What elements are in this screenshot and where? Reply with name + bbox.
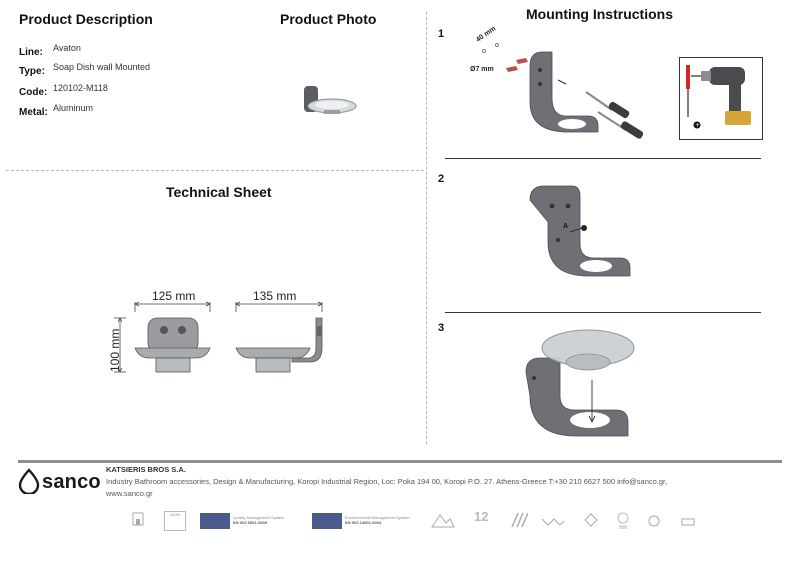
step-number: 1 — [438, 28, 445, 40]
mounting-step-3-illustration — [525, 329, 635, 437]
step-number: 3 — [438, 322, 445, 334]
detail-value: Aluminum — [53, 103, 94, 113]
detail-label: Type: — [19, 66, 45, 77]
step-divider — [445, 312, 761, 313]
detail-label: Code: — [19, 87, 48, 98]
warranty-badge: 12 — [474, 509, 489, 524]
product-photo-heading: Product Photo — [280, 11, 377, 27]
circle-badge-icon — [648, 515, 660, 527]
sanco-logo: sanco — [42, 471, 101, 493]
detail-row-line: Line: Avaton — [19, 42, 81, 60]
company-name: KATSIERIS BROS S.A. — [106, 465, 186, 474]
detail-value: Soap Dish wall Mounted — [53, 62, 151, 72]
company-address: Industry Bathroom accessories, Design & … — [106, 477, 668, 486]
dimension-width-front: 125 mm — [152, 289, 196, 303]
mounting-instructions-heading: Mounting Instructions — [526, 6, 673, 22]
badge-text: Environmental Management System — [345, 515, 410, 520]
mountain-badge-icon — [431, 514, 455, 528]
badge-text: 100% — [169, 512, 181, 517]
dimension-width-side: 135 mm — [253, 289, 297, 303]
drill-icon: + — [686, 65, 751, 129]
technical-drawing-front — [114, 301, 211, 373]
technical-drawing-side — [235, 301, 323, 373]
step-number: 2 — [438, 173, 445, 185]
stripes-badge-icon — [511, 512, 528, 528]
iso14001-badge: Environmental Management System EN ISO 1… — [312, 513, 422, 529]
horizontal-divider — [6, 170, 424, 171]
detail-value: 120102-M118 — [53, 83, 108, 93]
wave-badge-icon — [541, 518, 565, 526]
product-description-heading: Product Description — [19, 11, 153, 27]
callout-label: A — [563, 223, 569, 230]
detail-value: Avaton — [53, 43, 81, 53]
detail-row-metal: Metal: Aluminum — [19, 102, 93, 120]
tool-badge-icon — [681, 518, 695, 526]
sun-badge-icon — [617, 512, 629, 529]
company-website: www.sanco.gr — [106, 489, 153, 498]
eu-flag-icon — [200, 513, 230, 529]
drill-tools-box — [679, 57, 763, 140]
iso9001-badge: Quality Management System EN ISO 9001:20… — [200, 513, 310, 529]
hole-diameter-label: Ø7 mm — [470, 66, 494, 73]
badge-text: EN ISO 14001:2004 — [345, 520, 382, 525]
certification-badges: 100% Quality Management System EN ISO 90… — [130, 509, 700, 535]
technical-sheet-heading: Technical Sheet — [166, 184, 272, 200]
detail-row-type: Type: Soap Dish wall Mounted — [19, 61, 150, 79]
vertical-divider — [426, 12, 427, 444]
mounting-step-2-illustration — [529, 185, 631, 277]
svg-text:+: + — [695, 122, 700, 129]
recycle-badge: 100% — [164, 511, 186, 531]
detail-row-code: Code: 120102-M118 — [19, 82, 108, 100]
step-divider — [445, 158, 761, 159]
detail-label: Line: — [19, 47, 43, 58]
mounting-step-1-illustration — [482, 43, 644, 139]
hotels-badge-icon — [132, 512, 144, 526]
recycle-arrow-icon — [584, 513, 598, 527]
sanco-logo-icon — [18, 468, 40, 494]
product-photo — [304, 86, 357, 114]
footer-bar — [18, 460, 782, 463]
badge-text: EN ISO 9001:2008 — [233, 520, 267, 525]
detail-label: Metal: — [19, 107, 48, 118]
badge-text: Quality Management System — [233, 515, 285, 520]
eu-flag-icon — [312, 513, 342, 529]
